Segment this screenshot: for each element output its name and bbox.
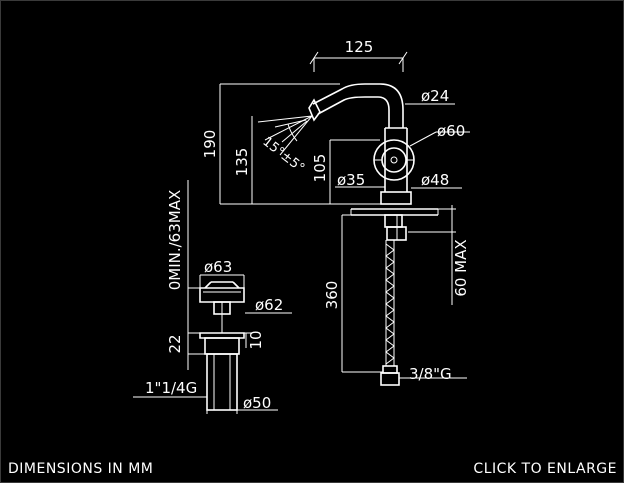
dimensions-caption: DIMENSIONS IN MM [8,461,154,477]
dim-waste-ring-height: 10 [247,330,265,349]
dimension-labels: 125 ø24 ø60 ø35 ø48 190 135 105 15°±5° 3… [145,38,470,412]
dim-waste-range: 0MIN./63MAX [166,190,184,291]
dimension-lines [133,51,470,414]
dim-body-diameter: ø35 [337,171,365,189]
dim-waste-body-height: 22 [166,334,184,353]
mixer-outline [257,83,439,386]
waste-outline [199,281,245,411]
dim-waste-top-diameter: ø63 [204,258,232,276]
dim-total-height: 190 [201,130,219,159]
dim-spout-diameter: ø24 [421,87,449,105]
dim-spout-height: 135 [233,148,251,177]
dim-spout-reach: 125 [345,38,374,56]
dim-waste-bottom-diameter: ø50 [243,394,271,412]
dim-waste-flange-diameter: ø62 [255,296,283,314]
dim-base-diameter: ø48 [421,171,449,189]
dim-hose-thread: 3/8"G [409,365,452,383]
dim-deck-thickness: 60 MAX [452,239,470,296]
dim-handle-diameter: ø60 [437,122,465,140]
dim-waste-thread: 1"1/4G [145,379,197,397]
dim-handle-height: 105 [311,154,329,183]
dim-hose-length: 360 [323,281,341,310]
enlarge-link[interactable]: CLICK TO ENLARGE [473,461,617,477]
